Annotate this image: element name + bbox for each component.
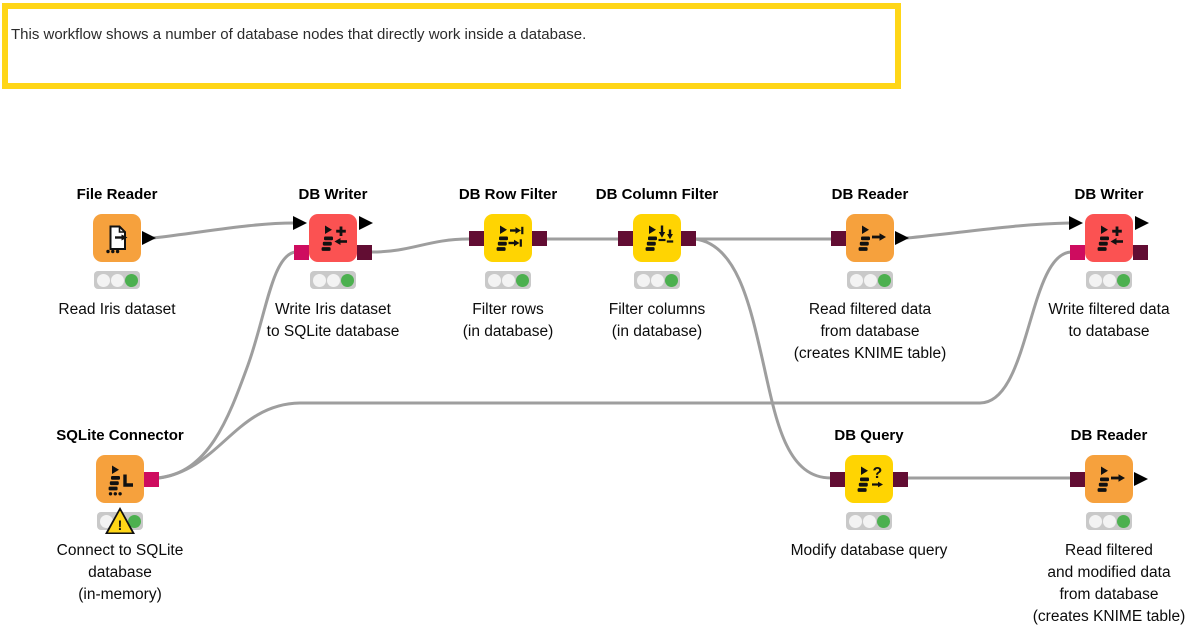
db-data-output-port[interactable]	[532, 230, 547, 246]
connection-db-writer-1-to-db-row-filter[interactable]	[370, 237, 471, 254]
status-traffic-light	[846, 512, 892, 530]
connection-file-reader-to-db-writer-1[interactable]	[151, 221, 296, 240]
node-db-column-filter[interactable]: DB Column Filter Filter columns(in datab…	[596, 186, 719, 340]
connection-db-reader-1-to-db-writer-2[interactable]	[905, 221, 1072, 240]
db-connection-input-port[interactable]	[294, 245, 309, 260]
db-writer-icon	[321, 225, 347, 251]
status-green-dot	[877, 273, 891, 287]
db-column-filter-icon	[645, 225, 674, 251]
node-description: Modify database query	[790, 542, 948, 559]
status-green-dot	[127, 514, 141, 528]
node-description: Read Iris dataset	[58, 301, 176, 318]
status-green-dot	[340, 273, 354, 287]
db-row-filter-icon	[496, 225, 524, 251]
annotation-text: This workflow shows a number of database…	[11, 26, 587, 43]
node-title: DB Query	[834, 427, 904, 444]
status-green-dot	[515, 273, 529, 287]
db-data-input-port[interactable]	[830, 471, 845, 487]
db-data-output-port[interactable]	[1133, 245, 1148, 260]
output-port-triangle[interactable]	[1134, 471, 1148, 486]
status-traffic-light	[1086, 271, 1132, 289]
node-description: Filter rows(in database)	[462, 301, 554, 340]
output-port-triangle[interactable]	[895, 230, 909, 245]
status-traffic-light	[310, 271, 356, 289]
output-port-triangle[interactable]	[359, 215, 373, 230]
db-reader-icon	[1097, 466, 1125, 492]
db-connection-output-port[interactable]	[144, 471, 159, 487]
node-title: SQLite Connector	[56, 427, 184, 444]
status-traffic-light	[94, 271, 140, 289]
status-traffic-light	[1086, 512, 1132, 530]
warning-icon: !	[105, 507, 135, 534]
input-port-triangle[interactable]	[1069, 215, 1083, 230]
db-data-output-port[interactable]	[357, 245, 372, 260]
db-writer-icon	[1097, 225, 1123, 251]
file-reader-icon	[106, 225, 128, 254]
connection-db-column-filter-to-db-query[interactable]	[693, 237, 833, 480]
status-traffic-light	[847, 271, 893, 289]
status-green-dot	[1116, 514, 1130, 528]
node-db-query[interactable]: DB Query ? Modify database query	[791, 427, 948, 559]
connection-sqlite-to-db-writer-2[interactable]	[156, 250, 1073, 480]
output-port-triangle[interactable]	[1135, 215, 1149, 230]
connection-sqlite-to-db-writer-1[interactable]	[156, 250, 297, 480]
status-green-dot	[876, 514, 890, 528]
output-port-triangle[interactable]	[142, 230, 156, 245]
db-data-output-port[interactable]	[893, 471, 908, 487]
db-data-input-port[interactable]	[1070, 471, 1085, 487]
db-data-output-port[interactable]	[681, 230, 696, 246]
node-title: DB Writer	[298, 186, 368, 203]
sqlite-connector-icon	[108, 465, 133, 496]
workflow-annotation-box[interactable]: This workflow shows a number of database…	[2, 3, 901, 89]
db-data-input-port[interactable]	[469, 230, 484, 246]
node-title: DB Row Filter	[458, 186, 558, 203]
node-title: DB Writer	[1074, 186, 1144, 203]
node-title: File Reader	[76, 186, 158, 203]
db-data-input-port[interactable]	[831, 230, 846, 246]
status-green-dot	[1116, 273, 1130, 287]
node-title: DB Reader	[831, 186, 909, 203]
node-file-reader-1[interactable]: File Reader Read Iris dataset	[58, 186, 175, 318]
input-port-triangle[interactable]	[293, 215, 307, 230]
node-db-row-filter[interactable]: DB Row Filter Filter rows(in database)	[459, 186, 557, 340]
db-data-input-port[interactable]	[618, 230, 633, 246]
node-title: DB Column Filter	[595, 186, 719, 203]
status-green-dot	[664, 273, 678, 287]
db-reader-icon	[858, 225, 886, 251]
status-traffic-light	[485, 271, 531, 289]
db-connection-input-port[interactable]	[1070, 245, 1085, 260]
status-traffic-light	[634, 271, 680, 289]
svg-text:?: ?	[873, 465, 883, 482]
node-title: DB Reader	[1070, 427, 1148, 444]
db-query-icon: ?	[857, 465, 883, 492]
status-traffic-light: !	[97, 507, 143, 534]
status-green-dot	[124, 273, 138, 287]
node-description: Filter columns(in database)	[608, 301, 706, 340]
